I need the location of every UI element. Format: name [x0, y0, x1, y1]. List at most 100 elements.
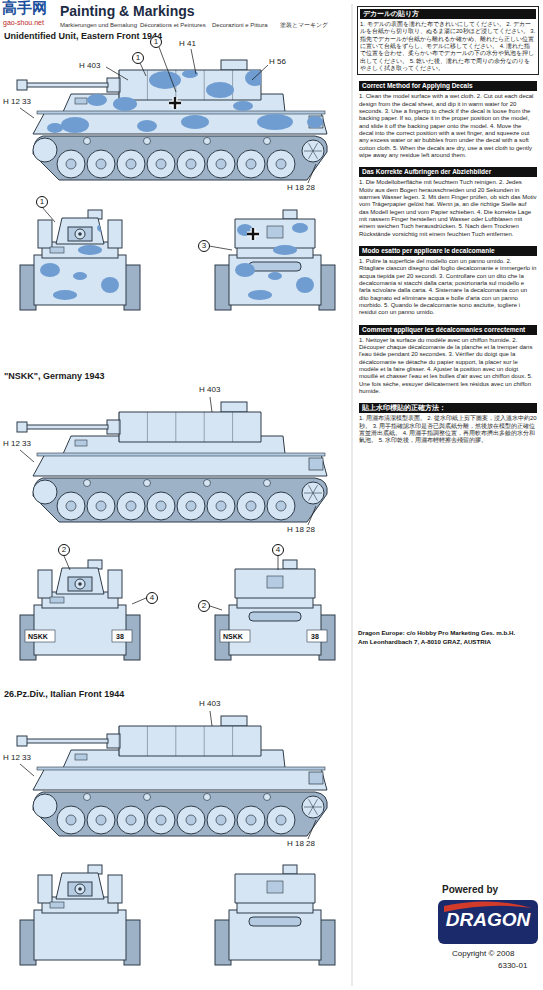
skirt-seam	[119, 726, 120, 756]
leader-line	[191, 49, 196, 74]
section-heading: Correct Method for Applying Decals	[359, 81, 537, 91]
instruction-section: 貼上水印標貼的正確方法：1. 用濕布清潔模型表面。 2. 從水印紙上剪下圖案，浸…	[357, 401, 539, 446]
wheel-hub	[126, 501, 136, 511]
idler-spoke	[309, 807, 314, 815]
muzzle-brake	[17, 736, 27, 746]
skirt-seam	[119, 412, 120, 442]
road-wheel	[147, 806, 175, 834]
leader-line	[140, 63, 146, 76]
turret-skirt	[38, 875, 52, 903]
camouflage	[40, 223, 119, 300]
fender	[37, 111, 325, 114]
idler-spoke	[309, 493, 314, 501]
skirt-seam	[175, 726, 176, 756]
decal-code: H 403	[198, 386, 221, 395]
subtitle: Décorations et Peintures	[140, 22, 206, 29]
visor	[50, 597, 64, 603]
decal-code: H 403	[198, 700, 221, 709]
skirt-seam	[204, 70, 205, 100]
skirt-seam	[232, 412, 233, 442]
turret-skirt	[108, 570, 122, 598]
plate-text: 38	[311, 633, 319, 641]
road-wheel	[57, 492, 85, 520]
decal-code: H 41	[178, 40, 197, 49]
lower-hull	[33, 768, 327, 790]
road-wheel	[207, 806, 235, 834]
turret	[56, 218, 104, 244]
section-heading: Modo esatto per applicare le decalcomani…	[359, 246, 537, 256]
instruction-section: Comment appliquer les décalcomanies corr…	[357, 323, 539, 398]
leader-line	[210, 397, 212, 412]
turret	[235, 569, 315, 598]
decal-code: H 12 33	[2, 440, 32, 449]
instruction-section: Modo esatto per applicare le decalcomani…	[357, 244, 539, 319]
return-roller	[144, 480, 151, 487]
turret-skirt	[108, 220, 122, 248]
road-wheel	[87, 806, 115, 834]
wheel-hub	[216, 159, 226, 169]
leader-line	[308, 506, 316, 525]
idler-spoke	[313, 151, 318, 159]
section-heading: 貼上水印標貼的正確方法：	[359, 403, 537, 413]
turret	[56, 873, 104, 899]
instruction-section: Correct Method for Applying Decals 1. Cle…	[357, 79, 539, 161]
skirt-seam	[147, 70, 148, 100]
idler-spoke	[304, 151, 313, 152]
callout-number: 4	[146, 592, 158, 604]
wheel-hub	[156, 815, 166, 825]
tank-front-view	[20, 865, 140, 965]
skirt-seam	[232, 726, 233, 756]
address: Dragon Europe: c/o Hobby Pro Marketing G…	[358, 630, 515, 637]
gun-barrel	[23, 425, 108, 429]
leader-line	[308, 820, 316, 839]
address: Am Leonhardbach 7, A-8010 GRAZ, AUSTRIA	[358, 639, 491, 646]
turret	[235, 219, 315, 248]
muzzle	[75, 884, 85, 894]
return-roller	[144, 138, 151, 145]
fender	[37, 767, 325, 770]
callout-number: 2	[198, 600, 210, 612]
road-wheel	[207, 492, 235, 520]
road-wheel	[147, 150, 175, 178]
leader-line	[209, 246, 232, 250]
instruction-section: デカールの貼り方1. モデルの表面を濡れた布できれいにしてください。 2. デカ…	[357, 6, 539, 75]
muffler	[249, 917, 301, 926]
wheel-hub	[186, 815, 196, 825]
leader-line	[210, 711, 212, 726]
idler-spoke	[313, 151, 322, 152]
plate-text: NSKK	[28, 633, 48, 641]
callout-number: 4	[272, 544, 284, 556]
scheme-title: Unidentified Unit, Eastern Front 1944	[4, 32, 162, 42]
road-wheel	[147, 492, 175, 520]
plate-text: NSKK	[223, 633, 243, 641]
leader-line	[159, 47, 176, 92]
callout-number: 1	[132, 52, 144, 64]
skirt-seam	[147, 412, 148, 442]
idler	[302, 140, 324, 162]
wheel-hub	[246, 159, 256, 169]
idler-spoke	[313, 485, 318, 493]
section-body: 1. Clean the model surface with a wet cl…	[359, 93, 537, 159]
track	[33, 136, 327, 180]
idler-spoke	[304, 493, 313, 494]
wheel-hub	[246, 501, 256, 511]
muffler	[249, 262, 301, 271]
idler-spoke	[313, 807, 322, 808]
wheel-hub	[276, 501, 286, 511]
turret	[235, 874, 315, 903]
return-roller	[264, 794, 271, 801]
wheel-hub	[126, 815, 136, 825]
skirt-seam	[175, 412, 176, 442]
number-plate	[112, 630, 132, 642]
sprocket	[33, 138, 57, 162]
balkenkreuz	[169, 97, 181, 109]
muzzle-brake	[17, 422, 27, 432]
sprocket	[33, 480, 57, 504]
road-wheel	[177, 492, 205, 520]
leader-line	[42, 207, 55, 222]
callout-number: 3	[198, 240, 210, 252]
section-heading: デカールの貼り方	[360, 9, 536, 19]
bore	[78, 887, 82, 891]
decal-code: H 12 33	[2, 98, 32, 107]
road-wheel	[117, 806, 145, 834]
